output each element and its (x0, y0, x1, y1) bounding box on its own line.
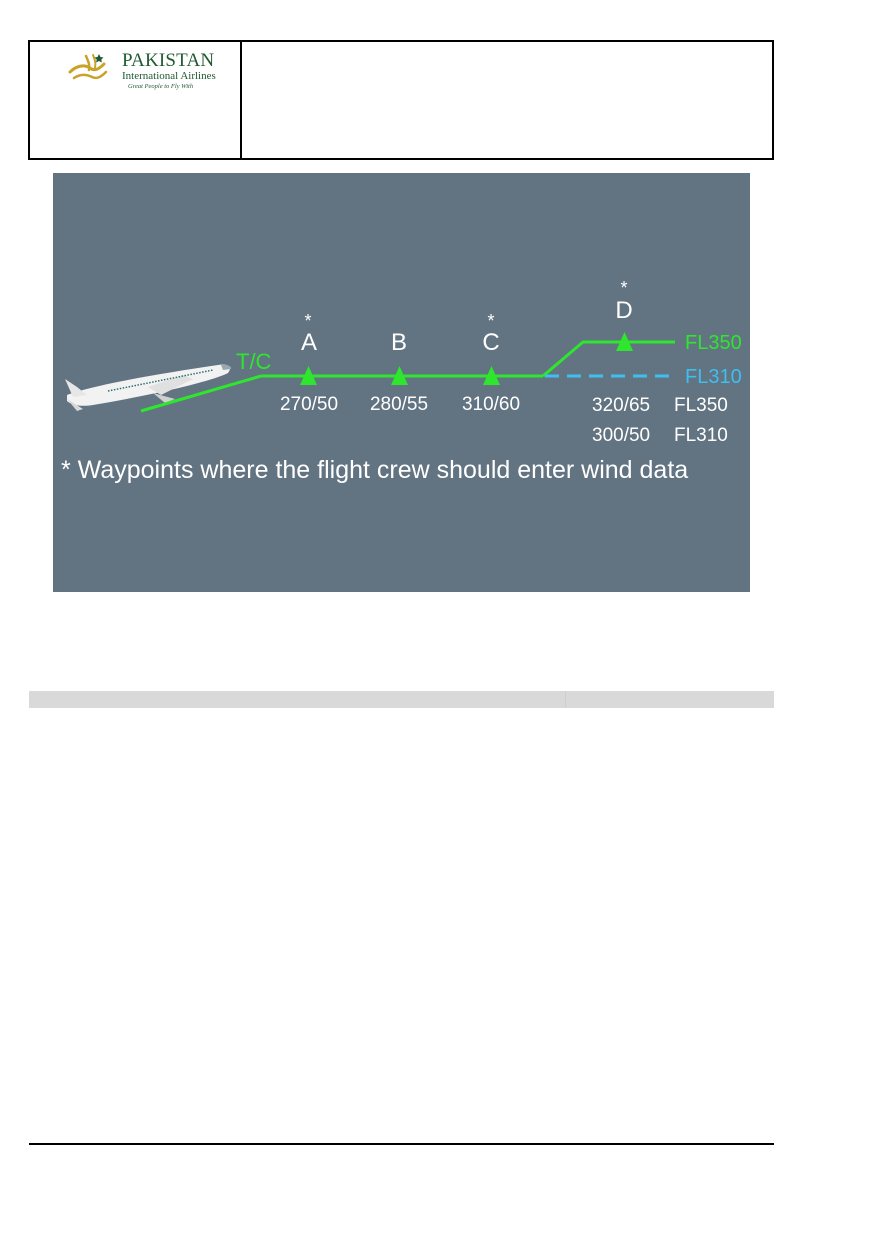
waypoint-b-marker (391, 366, 408, 385)
fl310-label: FL310 (685, 366, 742, 388)
logo-tagline: Great People to Fly With (128, 83, 194, 90)
logo-subtitle: International Airlines (122, 70, 216, 82)
waypoint-d-wind-fl310: 300/50 (592, 425, 650, 446)
pia-logo-mark-icon (68, 54, 108, 80)
pia-logo: PAKISTAN International Airlines Great Pe… (68, 50, 218, 96)
waypoint-c-asterisk: * (487, 311, 494, 331)
waypoint-c-wind: 310/60 (462, 394, 520, 415)
waypoint-d-level-fl350: FL350 (674, 395, 728, 416)
step-climb-line (542, 340, 675, 378)
waypoint-c-marker (483, 366, 500, 385)
waypoint-d-label: D (615, 297, 632, 324)
waypoint-b-label: B (391, 329, 407, 356)
waypoint-d-wind-fl350: 320/65 (592, 395, 650, 416)
figure-note: * Waypoints where the flight crew should… (61, 456, 688, 484)
top-of-climb-label: T/C (236, 349, 272, 374)
wind-data-figure: T/C * * * A B C D FL350 FL310 270/50 280… (53, 173, 750, 592)
waypoint-a-marker (300, 366, 317, 385)
header-title-cell (242, 42, 772, 158)
table-header-bar (29, 691, 774, 708)
fl350-label: FL350 (685, 332, 742, 354)
waypoint-c-label: C (482, 329, 499, 356)
header-logo-cell: PAKISTAN International Airlines Great Pe… (30, 42, 242, 158)
waypoint-b-wind: 280/55 (370, 394, 428, 415)
document-header: PAKISTAN International Airlines Great Pe… (28, 40, 774, 160)
airplane-icon (65, 364, 232, 411)
waypoint-d-marker (616, 332, 633, 351)
waypoint-a-label: A (301, 329, 317, 356)
waypoint-d-asterisk: * (620, 278, 627, 298)
waypoint-a-wind: 270/50 (280, 394, 338, 415)
climb-line (140, 374, 262, 413)
wind-data-diagram: T/C * * * A B C D FL350 FL310 270/50 280… (53, 173, 750, 592)
waypoint-a-asterisk: * (304, 311, 311, 331)
waypoint-d-level-fl310: FL310 (674, 425, 728, 446)
logo-name: PAKISTAN (122, 50, 215, 71)
table-header-divider (565, 691, 566, 708)
footer-rule (29, 1143, 774, 1145)
